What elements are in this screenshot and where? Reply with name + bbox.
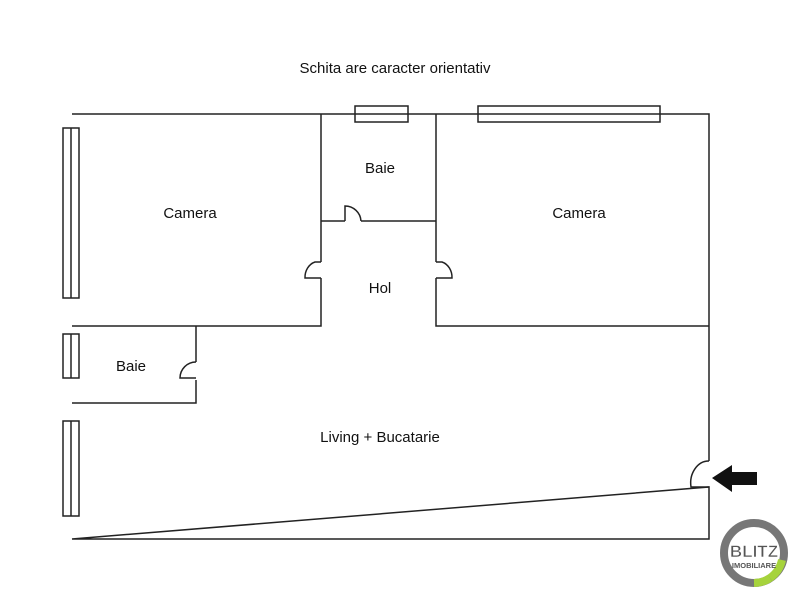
door-camera-right bbox=[436, 261, 453, 279]
interior-walls bbox=[72, 114, 709, 404]
room-label-living: Living + Bucatarie bbox=[320, 429, 440, 446]
svg-text:BLITZ: BLITZ bbox=[730, 542, 778, 561]
door-entrance bbox=[689, 460, 710, 488]
room-label-camera-right: Camera bbox=[552, 205, 606, 222]
room-label-baie-top: Baie bbox=[364, 160, 396, 177]
blitz-logo: BLITZ IMOBILIARE bbox=[720, 519, 788, 587]
windows bbox=[62, 105, 661, 517]
door-baie-top bbox=[344, 205, 362, 222]
outer-walls bbox=[71, 113, 710, 540]
svg-text:IMOBILIARE: IMOBILIARE bbox=[732, 561, 776, 570]
door-baie-left bbox=[179, 361, 197, 379]
room-label-camera-left: Camera bbox=[163, 205, 217, 222]
plan-disclaimer: Schita are caracter orientativ bbox=[299, 60, 491, 77]
room-label-hol: Hol bbox=[368, 280, 392, 297]
arrow-left-icon bbox=[712, 465, 757, 492]
door-camera-left bbox=[304, 261, 321, 279]
room-label-baie-left: Baie bbox=[115, 358, 147, 375]
